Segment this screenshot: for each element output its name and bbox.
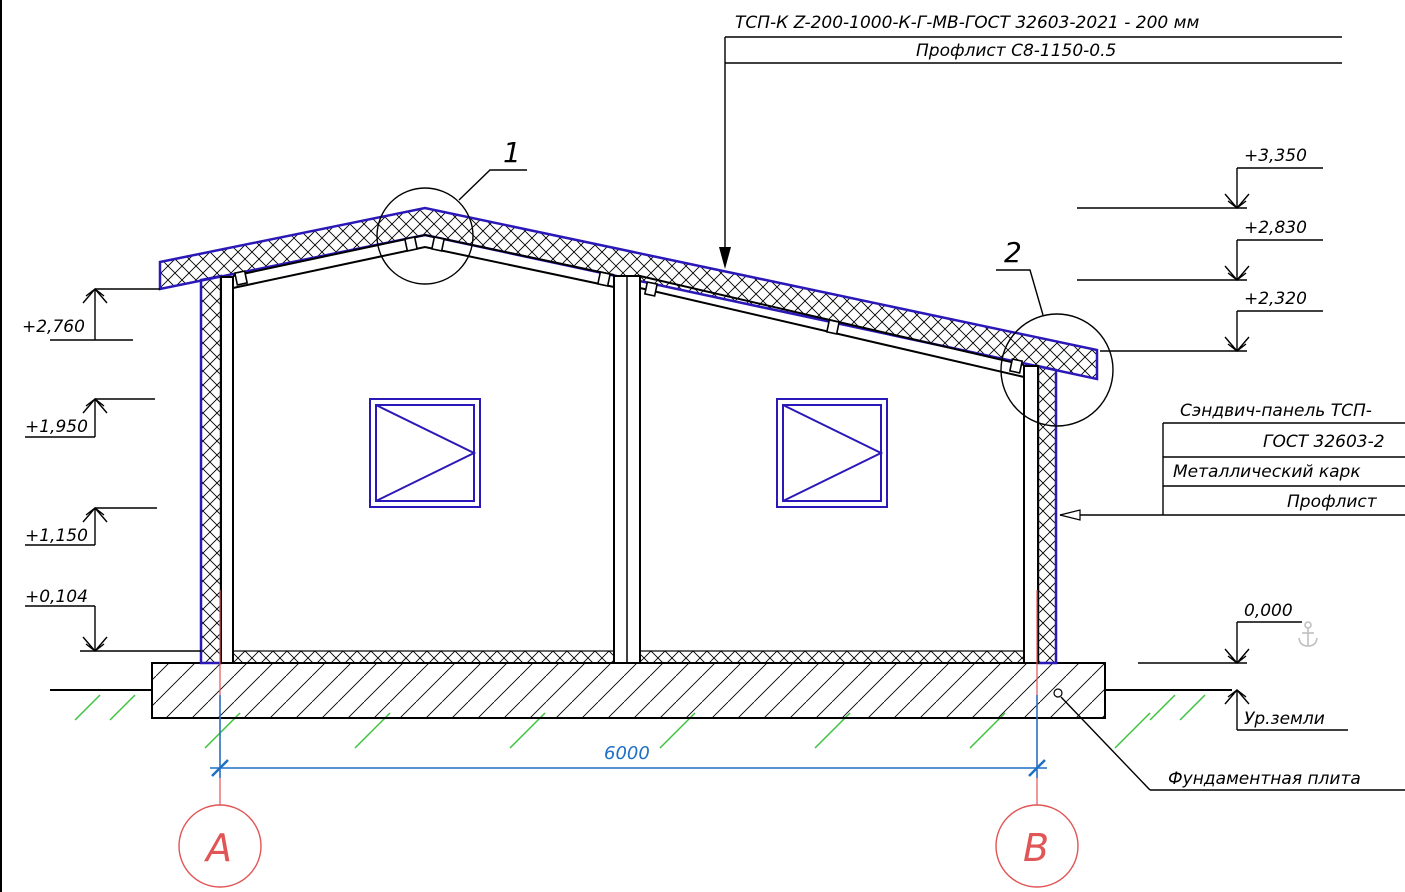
elevation-2830: +2,830 — [1244, 218, 1307, 238]
ground-label: Ур.земли — [1244, 709, 1325, 729]
detail-circle-1 — [376, 187, 474, 285]
right-elevations: +3,350 +2,830 +2,320 0,000 Ур.земли — [1077, 146, 1348, 731]
window-right — [776, 398, 888, 508]
roof-callout-line2: Профлист С8-1150-0.5 — [916, 41, 1116, 61]
elevation-3350: +3,350 — [1244, 146, 1307, 166]
elevation-2760: +2,760 — [22, 317, 85, 337]
wall-callout: Сэндвич-панель ТСП- ГОСТ 32603-2 Металли… — [1059, 401, 1405, 521]
grass-hatch — [74, 694, 1206, 749]
anchor-icon — [1298, 621, 1318, 647]
axis-bubble-b — [995, 804, 1079, 888]
detail-circle-2 — [1000, 313, 1114, 427]
wall-callout-line1: Сэндвич-панель ТСП- — [1180, 401, 1372, 421]
wall-callout-line2: ГОСТ 32603-2 — [1263, 432, 1385, 452]
dimension-6000 — [210, 695, 1047, 778]
elevation-0104: +0,104 — [25, 587, 88, 607]
frame-posts — [220, 275, 1039, 664]
roof-callout-line1: ТСП-К Z-200-1000-К-Г-МВ-ГОСТ 32603-2021 … — [735, 13, 1199, 33]
elevation-2320: +2,320 — [1244, 289, 1307, 309]
foundation-label: Фундаментная плита — [1168, 769, 1361, 789]
elevation-1950: +1,950 — [25, 417, 88, 437]
axis-label-b: B — [1023, 826, 1049, 870]
elevation-1150: +1,150 — [25, 526, 88, 546]
elevation-0000: 0,000 — [1244, 601, 1293, 621]
detail-marker-2: 2 — [1004, 236, 1022, 269]
foundation-callout: Фундаментная плита — [1060, 696, 1405, 791]
left-wall-panel — [199, 274, 223, 665]
window-left — [369, 398, 481, 508]
roof-callout: ТСП-К Z-200-1000-К-Г-МВ-ГОСТ 32603-2021 … — [719, 13, 1342, 269]
right-wall-panel — [1036, 364, 1058, 665]
purlins — [233, 236, 1024, 374]
detail-marker-1: 1 — [503, 136, 521, 169]
wall-callout-line4: Профлист — [1287, 492, 1378, 512]
wall-callout-line3: Металлический карк — [1173, 462, 1361, 482]
foundation-marker — [1053, 688, 1063, 698]
axis-label-a: A — [203, 826, 232, 870]
axis-bubble-a — [178, 804, 262, 888]
left-elevations: +2,760 +1,950 +1,150 +0,104 — [22, 287, 201, 653]
dimension-label: 6000 — [604, 743, 650, 764]
foundation-slab — [151, 662, 1106, 719]
